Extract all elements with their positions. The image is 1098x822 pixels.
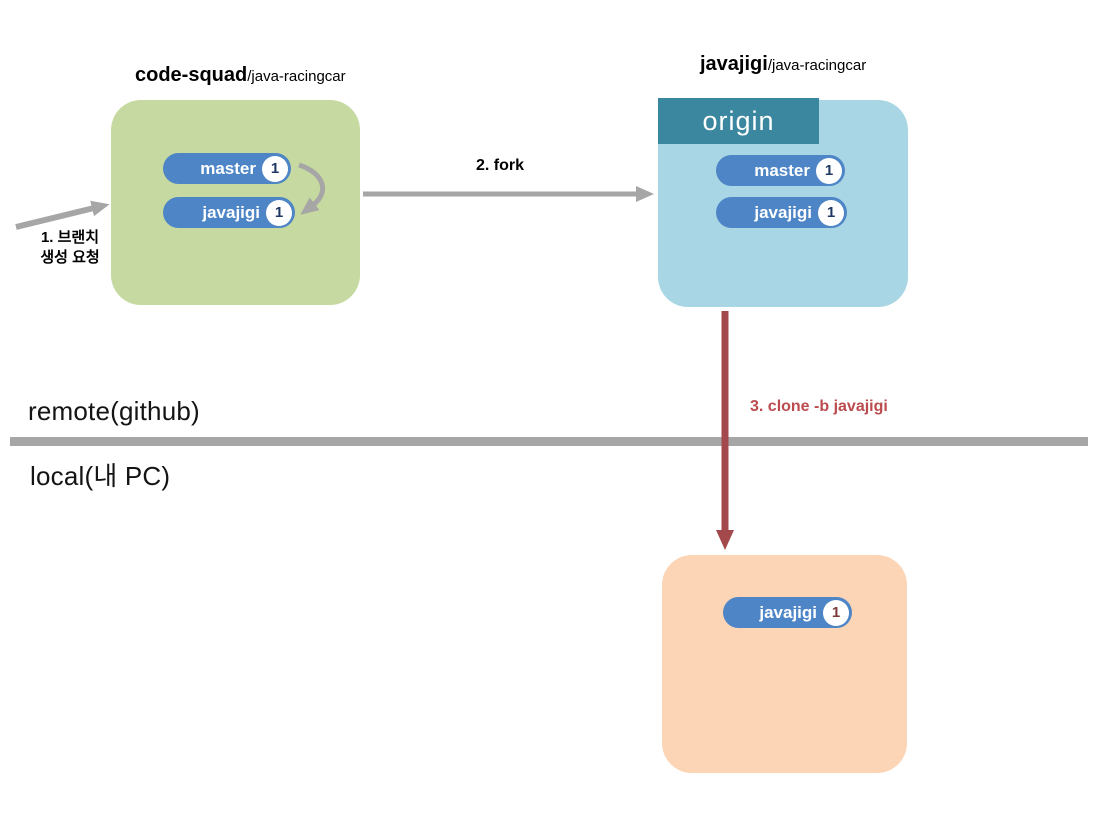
origin-repo-path: /java-racingcar [767, 57, 867, 74]
branch-request-label-line2: 생성 요청 [40, 248, 100, 266]
commit-count-badge: 1 [266, 199, 292, 226]
branch-name: master [754, 160, 810, 180]
fork-label: 2. fork [475, 157, 524, 174]
branch-name: javajigi [759, 602, 817, 622]
upstream-repo-owner: code-squad [135, 64, 248, 86]
commit-count-badge: 1 [823, 599, 849, 626]
commit-count-badge: 1 [262, 155, 288, 182]
local-repo-box [662, 555, 907, 773]
origin-branch-pill-javajigi: javajigi 1 [716, 197, 847, 228]
origin-repo-owner: javajigi [700, 53, 768, 75]
upstream-repo-path: /java-racingcar [247, 68, 346, 85]
local-section-label: local(내 PC) [30, 461, 171, 491]
origin-repo-title: javajigi/java-racingcar [700, 53, 866, 76]
commit-count-badge: 1 [816, 157, 842, 184]
branch-request-label-line1: 1. 브랜치 [40, 229, 100, 246]
local-branch-pill-javajigi: javajigi 1 [723, 597, 852, 628]
branch-request-arrow [15, 200, 110, 230]
branch-name: master [200, 158, 256, 178]
upstream-repo-title: code-squad/java-racingcar [135, 64, 346, 87]
clone-label: 3. clone -b javajigi [750, 398, 888, 415]
upstream-branch-pill-master: master 1 [163, 153, 291, 184]
branch-request-label: 1. 브랜치 생성 요청 [20, 228, 120, 267]
origin-remote-tag: origin [658, 98, 819, 144]
remote-local-divider [10, 437, 1088, 446]
upstream-branch-pill-javajigi: javajigi 1 [163, 197, 295, 228]
remote-section-label: remote(github) [28, 396, 200, 426]
commit-count-badge: 1 [818, 199, 844, 226]
origin-branch-pill-master: master 1 [716, 155, 845, 186]
branch-name: javajigi [754, 202, 812, 222]
branch-name: javajigi [202, 202, 260, 222]
